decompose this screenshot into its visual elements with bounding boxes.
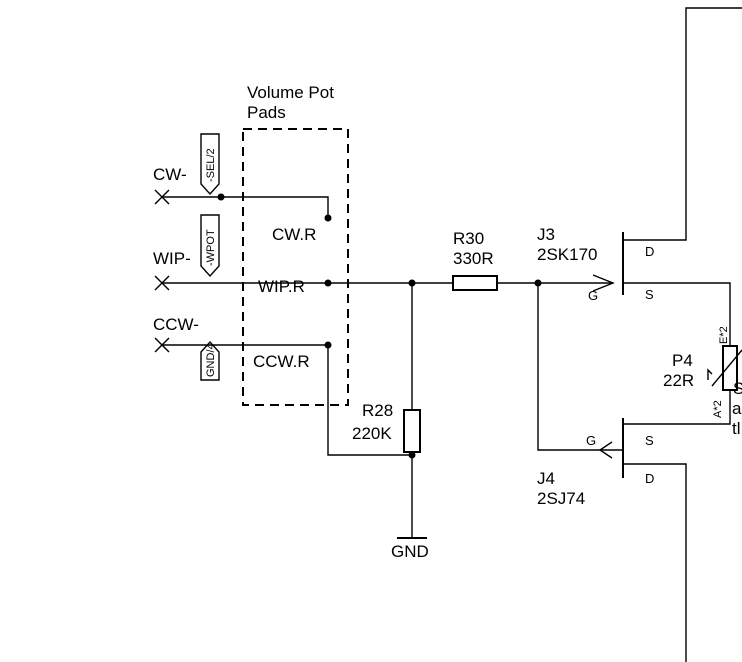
j3-pin-d: D [645,244,654,259]
j4-pin-g: G [586,433,596,448]
volume-pot-pads-group: Volume Pot Pads [242,83,349,406]
wire-to-j4-gate [537,283,603,451]
wire-j4-source [623,390,731,425]
j4-pin-s: S [645,433,654,448]
pot-pads-title-line2: Pads [247,103,286,122]
resistor-r28[interactable]: R28 220K [352,283,421,537]
pad-wip-dot [324,279,332,287]
wire-j3-drain [623,7,742,241]
cutoff-text-1: S [733,379,742,398]
net-tag-wip-shape [200,214,220,278]
port-ccw[interactable]: CCW- GND/4 [153,315,412,456]
cutoff-text-2: a [732,399,742,418]
pad-ccw-dot [324,341,332,349]
j3-part: 2SK170 [537,245,598,264]
net-tag-cw-shape [200,133,220,196]
p4-ref: P4 [672,351,693,370]
pad-cw-dot [324,214,332,222]
net-label-wip: WIP- [153,249,191,268]
junction-cw-tag [217,193,225,201]
r28-ref: R28 [362,401,393,420]
j3-gate-arrow [592,274,615,292]
j4-ref: J4 [537,469,555,488]
p4-pin-a: A*2 [712,400,724,418]
net-tag-wip: -WPOT [205,229,217,266]
net-tag-cw: -SEL/2 [205,148,217,182]
junction-r28-ccw [408,451,416,459]
resistor-r30[interactable]: R30 330R [452,229,498,291]
j3-pin-g: G [588,288,598,303]
pot-pads-boundary [242,128,349,406]
port-wip[interactable]: WIP- -WPOT [153,214,328,291]
pad-label-cw: CW.R [272,225,316,244]
wire-j4-drain [623,463,687,662]
p4-wiper-arrow [707,368,713,380]
r30-body [452,275,498,291]
trimmer-p4[interactable]: P4 22R E*2 A*2 [663,326,742,418]
ground-symbol: GND [391,537,429,561]
net-wip-main [324,279,613,451]
net-tag-ccw: GND/4 [205,343,217,377]
r30-ref: R30 [453,229,484,248]
net-label-ccw: CCW- [153,315,199,334]
port-cw[interactable]: CW- -SEL/2 [153,133,332,222]
jfet-j3[interactable]: J3 2SK170 D G S [537,7,742,346]
wire-ccw [162,344,412,456]
wire-cw [162,196,329,218]
net-label-cw: CW- [153,165,187,184]
pad-label-wip: WIP.R [258,277,305,296]
pot-pads-title-line1: Volume Pot [247,83,334,102]
j4-part: 2SJ74 [537,489,585,508]
cutoff-text-3: tl [732,419,741,438]
net-tag-ccw-shape [200,340,220,381]
j4-pin-d: D [645,471,654,486]
r30-value: 330R [453,249,494,268]
p4-value: 22R [663,371,694,390]
r28-body [403,409,421,453]
r28-value: 220K [352,424,392,443]
p4-body [722,345,738,391]
pad-label-ccw: CCW.R [253,352,310,371]
j3-ref: J3 [537,225,555,244]
wire-j3-source [623,282,731,346]
j3-pin-s: S [645,287,654,302]
gnd-label: GND [391,542,429,561]
p4-trim-arrow [711,349,742,387]
p4-pin-e: E*2 [718,326,730,344]
jfet-j4[interactable]: J4 2SJ74 D G S [537,390,731,662]
j4-gate-arrow [598,441,613,459]
